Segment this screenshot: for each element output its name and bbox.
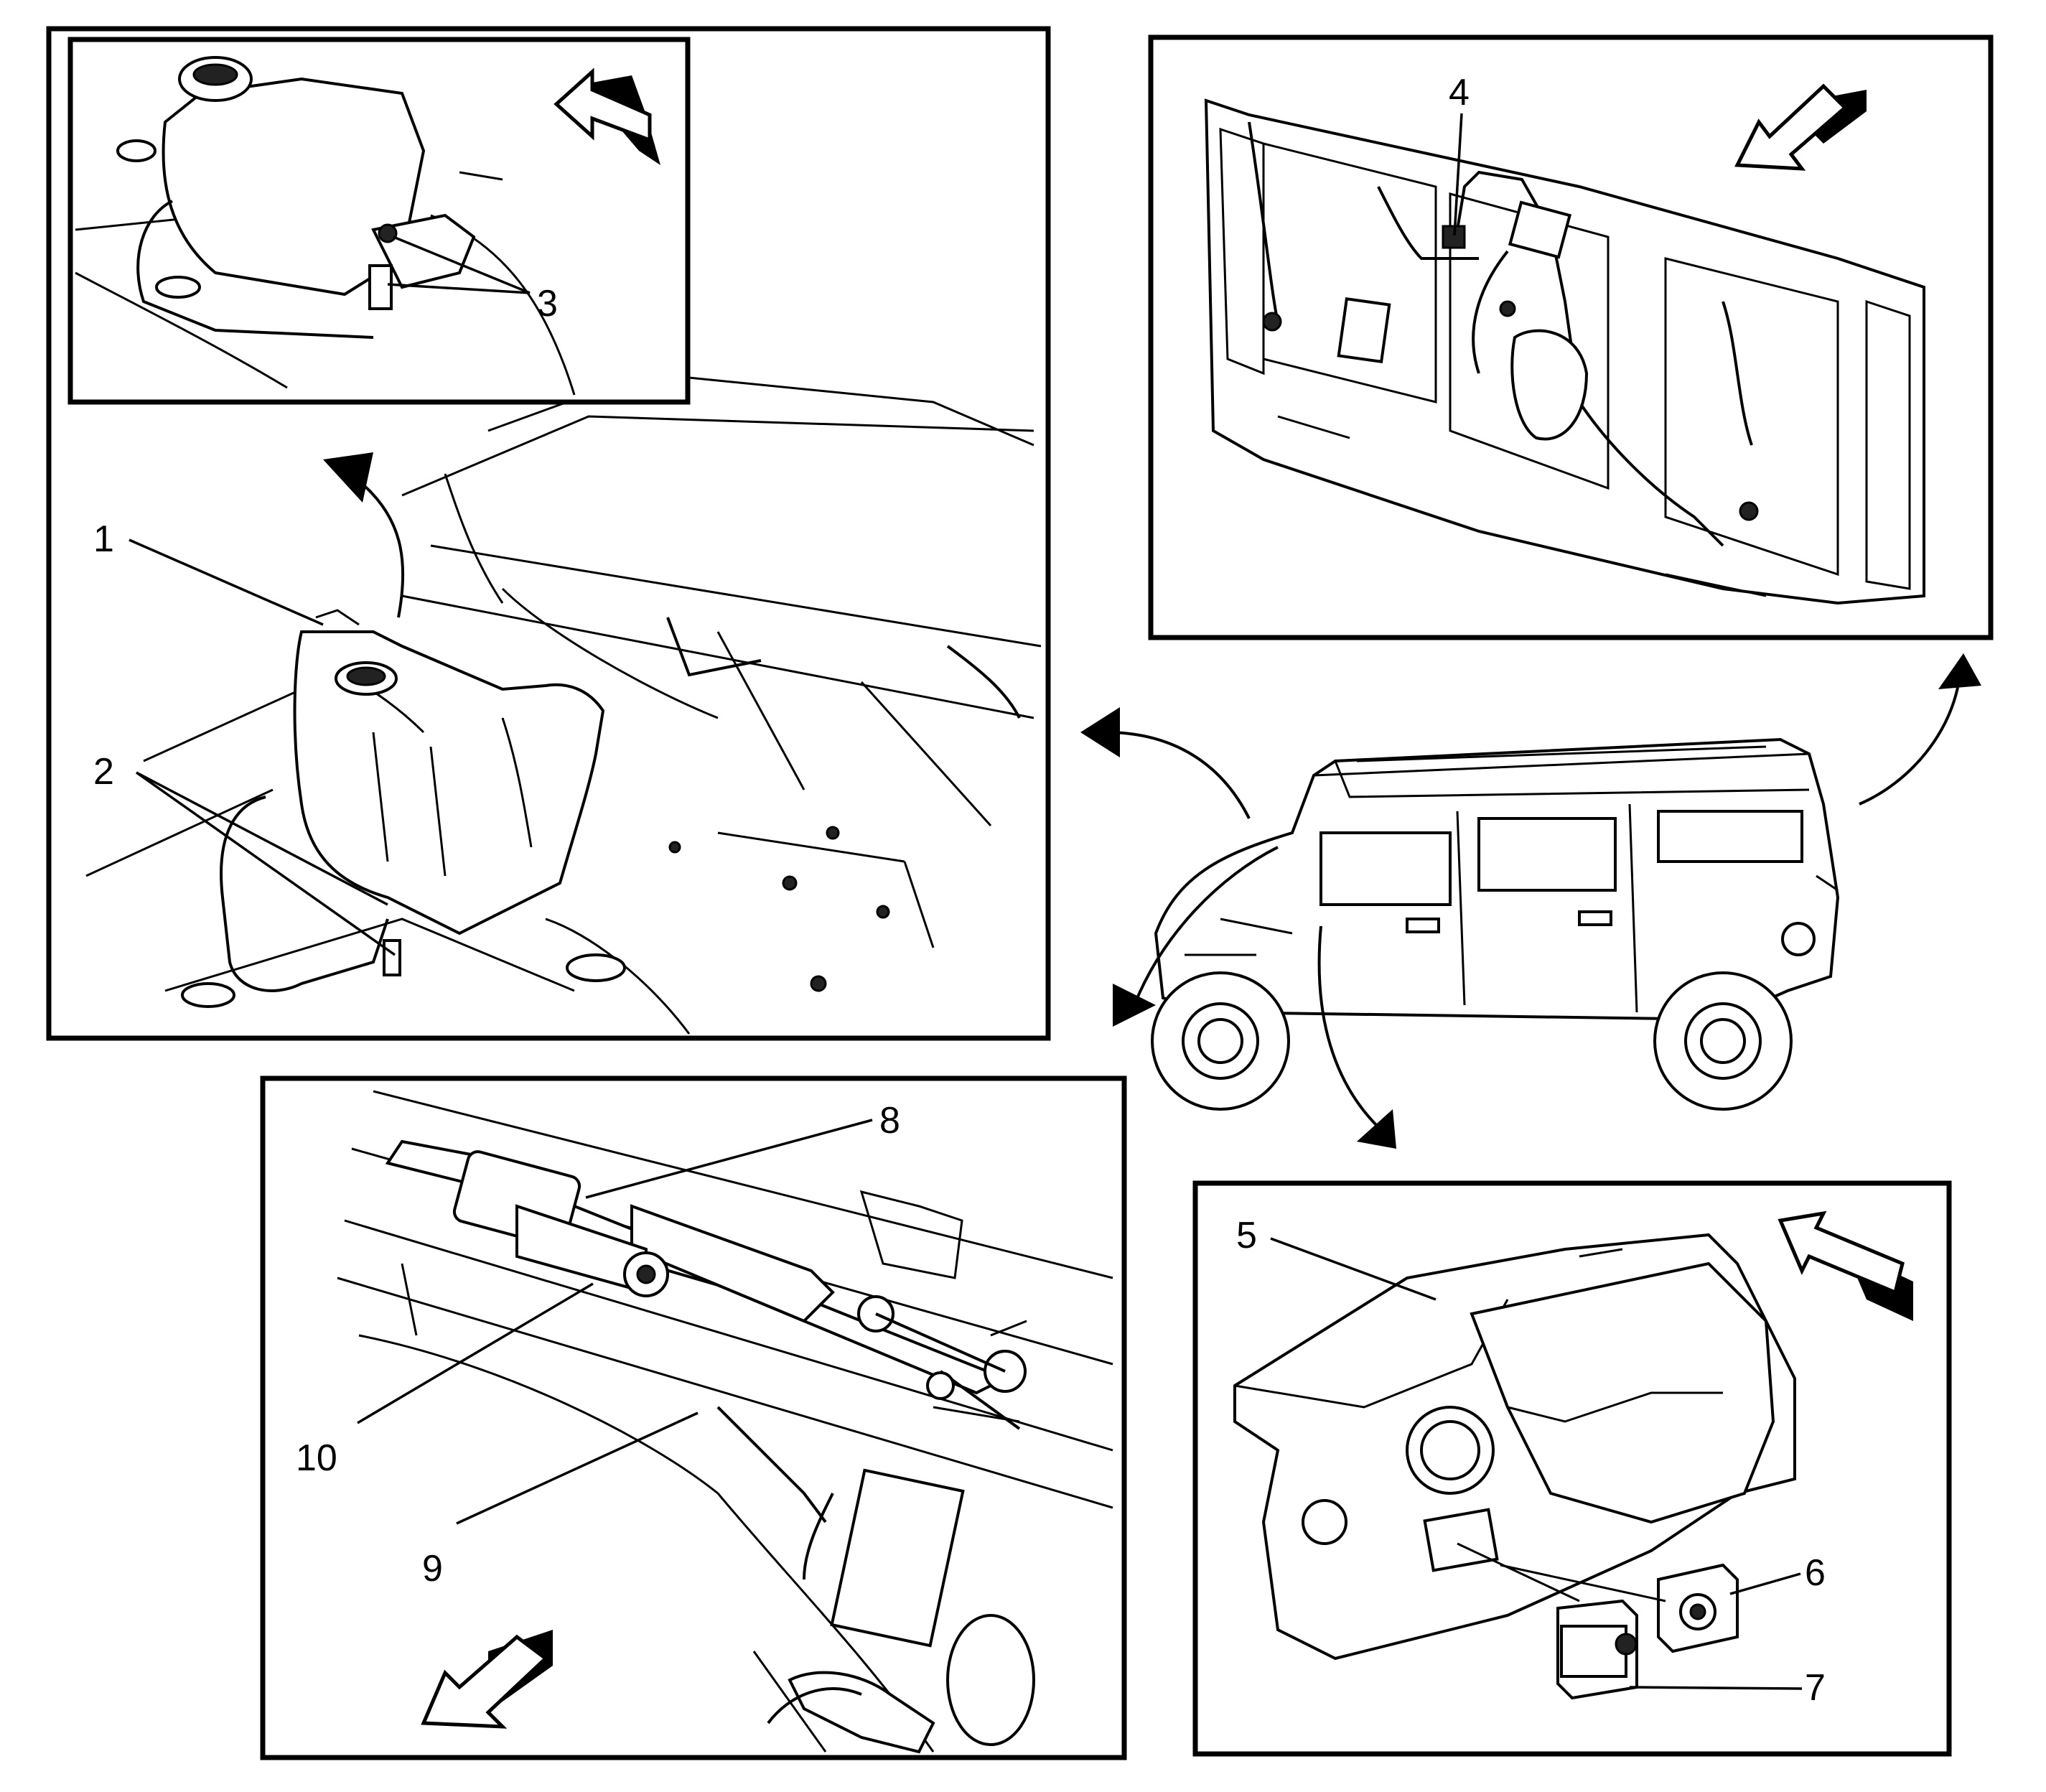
fastener-group	[181, 826, 890, 1008]
detail-view-arrow	[358, 480, 405, 618]
hose-connector	[383, 939, 401, 976]
callout-3: 3	[537, 283, 558, 325]
forward-direction-arrow-icon	[553, 67, 660, 165]
callout-7: 7	[1805, 1667, 1826, 1709]
dimmer-switch	[1556, 1599, 1638, 1700]
callout-4: 4	[1449, 72, 1470, 113]
liftgate-panel: 4	[1148, 34, 1994, 640]
instrument-panel-panel: 5 6 7	[1192, 1180, 1952, 1757]
vehicle-overview	[1080, 653, 1981, 1149]
headlamp-switch	[1657, 1563, 1739, 1653]
instrument-panel	[1233, 1233, 1796, 1661]
forward-direction-arrow-icon	[421, 1630, 553, 1729]
callout-2: 2	[93, 751, 114, 793]
callout-6: 6	[1805, 1552, 1826, 1594]
washer-pump-inset: 3	[67, 37, 691, 405]
washer-reservoir	[293, 609, 605, 935]
callout-8: 8	[879, 1100, 900, 1142]
liftgate-wiring-harness	[1248, 121, 1759, 547]
wiper-harness	[716, 1406, 1035, 1754]
callout-1: 1	[93, 518, 114, 560]
body-structure-lines	[85, 372, 1042, 1035]
front-wheel	[1151, 971, 1290, 1111]
forward-direction-arrow-icon	[1734, 83, 1867, 171]
washer-hose	[220, 795, 389, 992]
curved-view-arrow-icon	[1317, 925, 1396, 1149]
curved-view-arrow-icon	[1859, 653, 1981, 806]
callout-5: 5	[1236, 1215, 1257, 1256]
curved-view-arrow-icon	[323, 452, 373, 503]
curved-view-arrow-icon	[1113, 846, 1279, 1027]
callout-10: 10	[296, 1437, 337, 1479]
wiper-motor-panel: 8 10 9	[260, 1075, 1127, 1760]
wiper-transmission	[385, 1139, 1027, 1430]
curved-view-arrow-icon	[1080, 707, 1251, 819]
forward-direction-arrow-icon	[1778, 1210, 1913, 1321]
rear-wheel	[1653, 971, 1793, 1111]
callout-9: 9	[422, 1548, 443, 1590]
